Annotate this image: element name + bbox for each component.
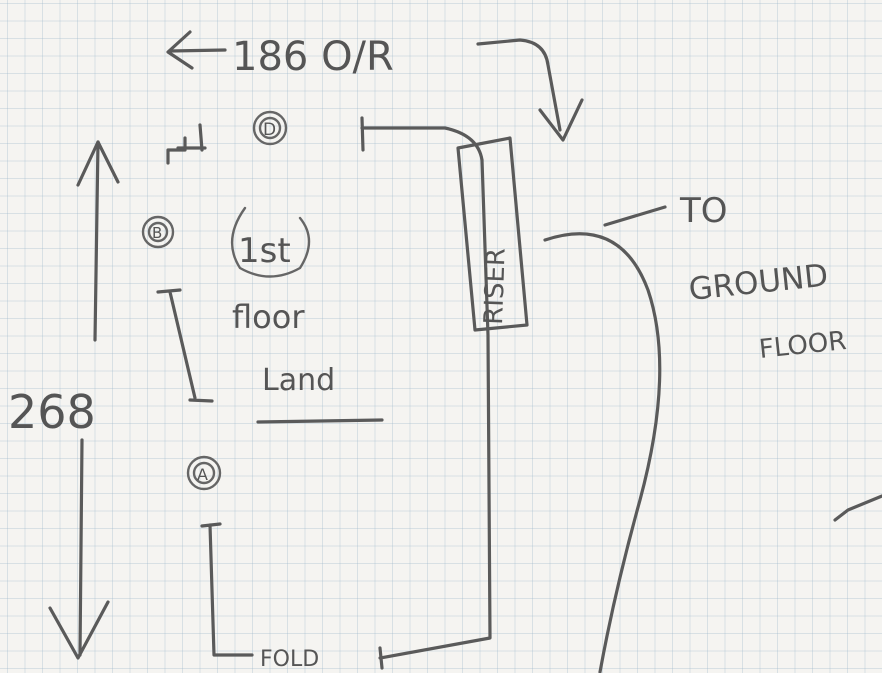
down-arrowhead-icon <box>538 98 584 142</box>
width-dimension-line-right <box>476 38 562 132</box>
width-dimension-line-left <box>168 48 227 53</box>
top-outline-line <box>360 116 484 162</box>
landing-underline <box>256 418 384 424</box>
stair-outline <box>360 116 492 670</box>
ground-floor-line3: FLOOR <box>758 326 848 365</box>
height-label: 268 <box>8 385 96 439</box>
connection-curve <box>543 232 662 673</box>
right-outline-line <box>378 158 492 670</box>
riser-label: RISER <box>479 248 512 326</box>
landing-label-line1: 1st <box>238 231 291 271</box>
riser-box: RISER <box>456 136 529 332</box>
landing-label-circle <box>230 206 311 278</box>
middle-wall-bracket <box>156 288 214 403</box>
svg-text:B: B <box>152 224 162 242</box>
landing-label-line3: Land <box>262 363 335 398</box>
unit-marker-b: B <box>141 215 175 249</box>
bottom-wall-bracket <box>200 522 254 657</box>
unit-marker-a: A <box>186 455 222 491</box>
height-arrowhead-down-icon <box>48 600 110 660</box>
landing-label-line2: floor <box>232 298 305 336</box>
top-wall-bracket <box>166 123 207 165</box>
height-dimension-line-top <box>93 140 100 342</box>
width-arrowhead-left-icon <box>166 30 194 70</box>
width-dimension: 186 O/R <box>166 30 584 142</box>
riser-rectangle <box>456 136 529 332</box>
check-mark-icon <box>833 494 882 522</box>
left-wall-markers <box>156 123 254 657</box>
ground-floor-line1: TO <box>679 191 728 231</box>
ground-floor-line2: GROUND <box>687 258 830 308</box>
height-arrowhead-up-icon <box>76 140 120 187</box>
height-dimension-line-bottom <box>78 438 84 657</box>
fold-label: FOLD <box>260 647 319 672</box>
width-label: 186 O/R <box>232 34 394 80</box>
svg-text:A: A <box>197 465 208 484</box>
svg-text:D: D <box>263 120 276 140</box>
landing-label: 1st floor Land <box>230 206 384 424</box>
ground-floor-leader-line <box>603 205 667 227</box>
unit-marker-d: D <box>252 110 288 146</box>
height-dimension: 268 <box>8 140 120 660</box>
